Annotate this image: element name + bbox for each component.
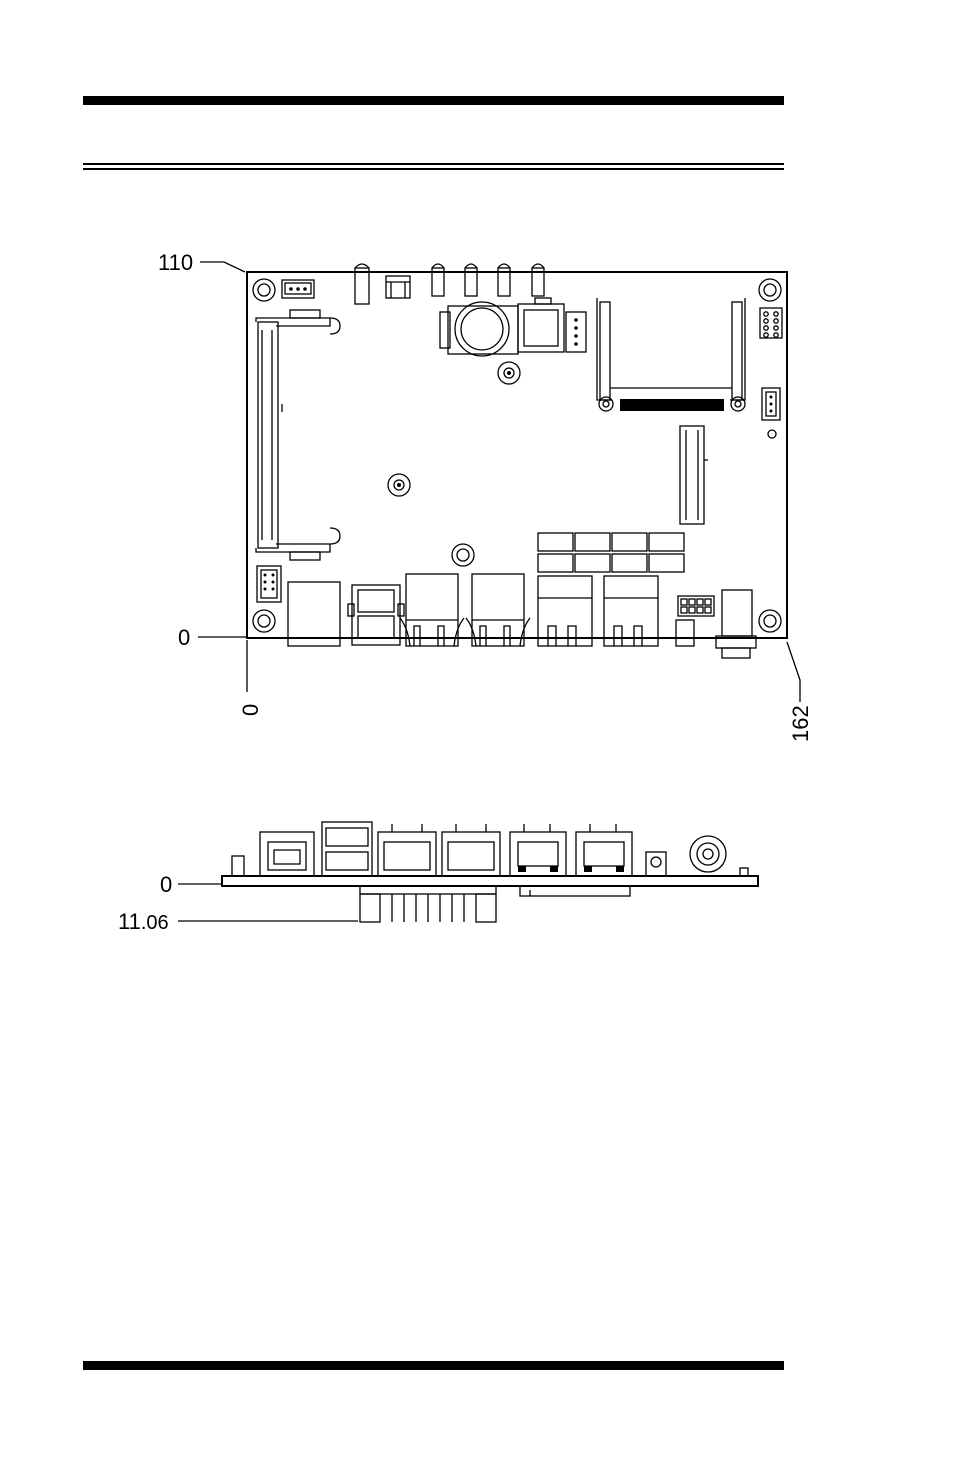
board-outline bbox=[247, 272, 787, 638]
dim-label-side-0: 0 bbox=[160, 872, 172, 897]
pin-header-top-right bbox=[760, 308, 782, 338]
sata-power-connector bbox=[762, 388, 780, 438]
dim-label-left-0: 0 bbox=[178, 625, 190, 650]
dim-label-depth: 11.06 bbox=[118, 909, 169, 934]
chip-grid bbox=[538, 533, 684, 572]
top-view: 110 0 0 162 bbox=[158, 250, 813, 742]
side-underside-parts bbox=[360, 886, 630, 922]
sodimm-slot bbox=[256, 310, 340, 560]
power-jack-block bbox=[518, 298, 586, 352]
dim-leader-110 bbox=[200, 262, 245, 272]
fan-connector bbox=[282, 280, 314, 298]
dim-label-162: 162 bbox=[788, 705, 813, 742]
battery-holder bbox=[440, 302, 518, 356]
dim-label-bottom-0: 0 bbox=[238, 704, 263, 716]
mini-pcie-slot bbox=[680, 426, 708, 524]
side-pcb bbox=[222, 876, 758, 886]
side-connectors bbox=[232, 822, 748, 876]
side-view: 0 11.06 bbox=[118, 822, 758, 934]
pin-header-bottom-left bbox=[257, 566, 281, 602]
top-edge-leds bbox=[355, 264, 544, 304]
dim-label-110: 110 bbox=[158, 250, 193, 275]
rear-io-connectors bbox=[288, 574, 756, 658]
mounting-holes bbox=[253, 279, 781, 632]
cf-card-slot bbox=[597, 298, 745, 411]
dim-leader-162 bbox=[787, 642, 800, 702]
